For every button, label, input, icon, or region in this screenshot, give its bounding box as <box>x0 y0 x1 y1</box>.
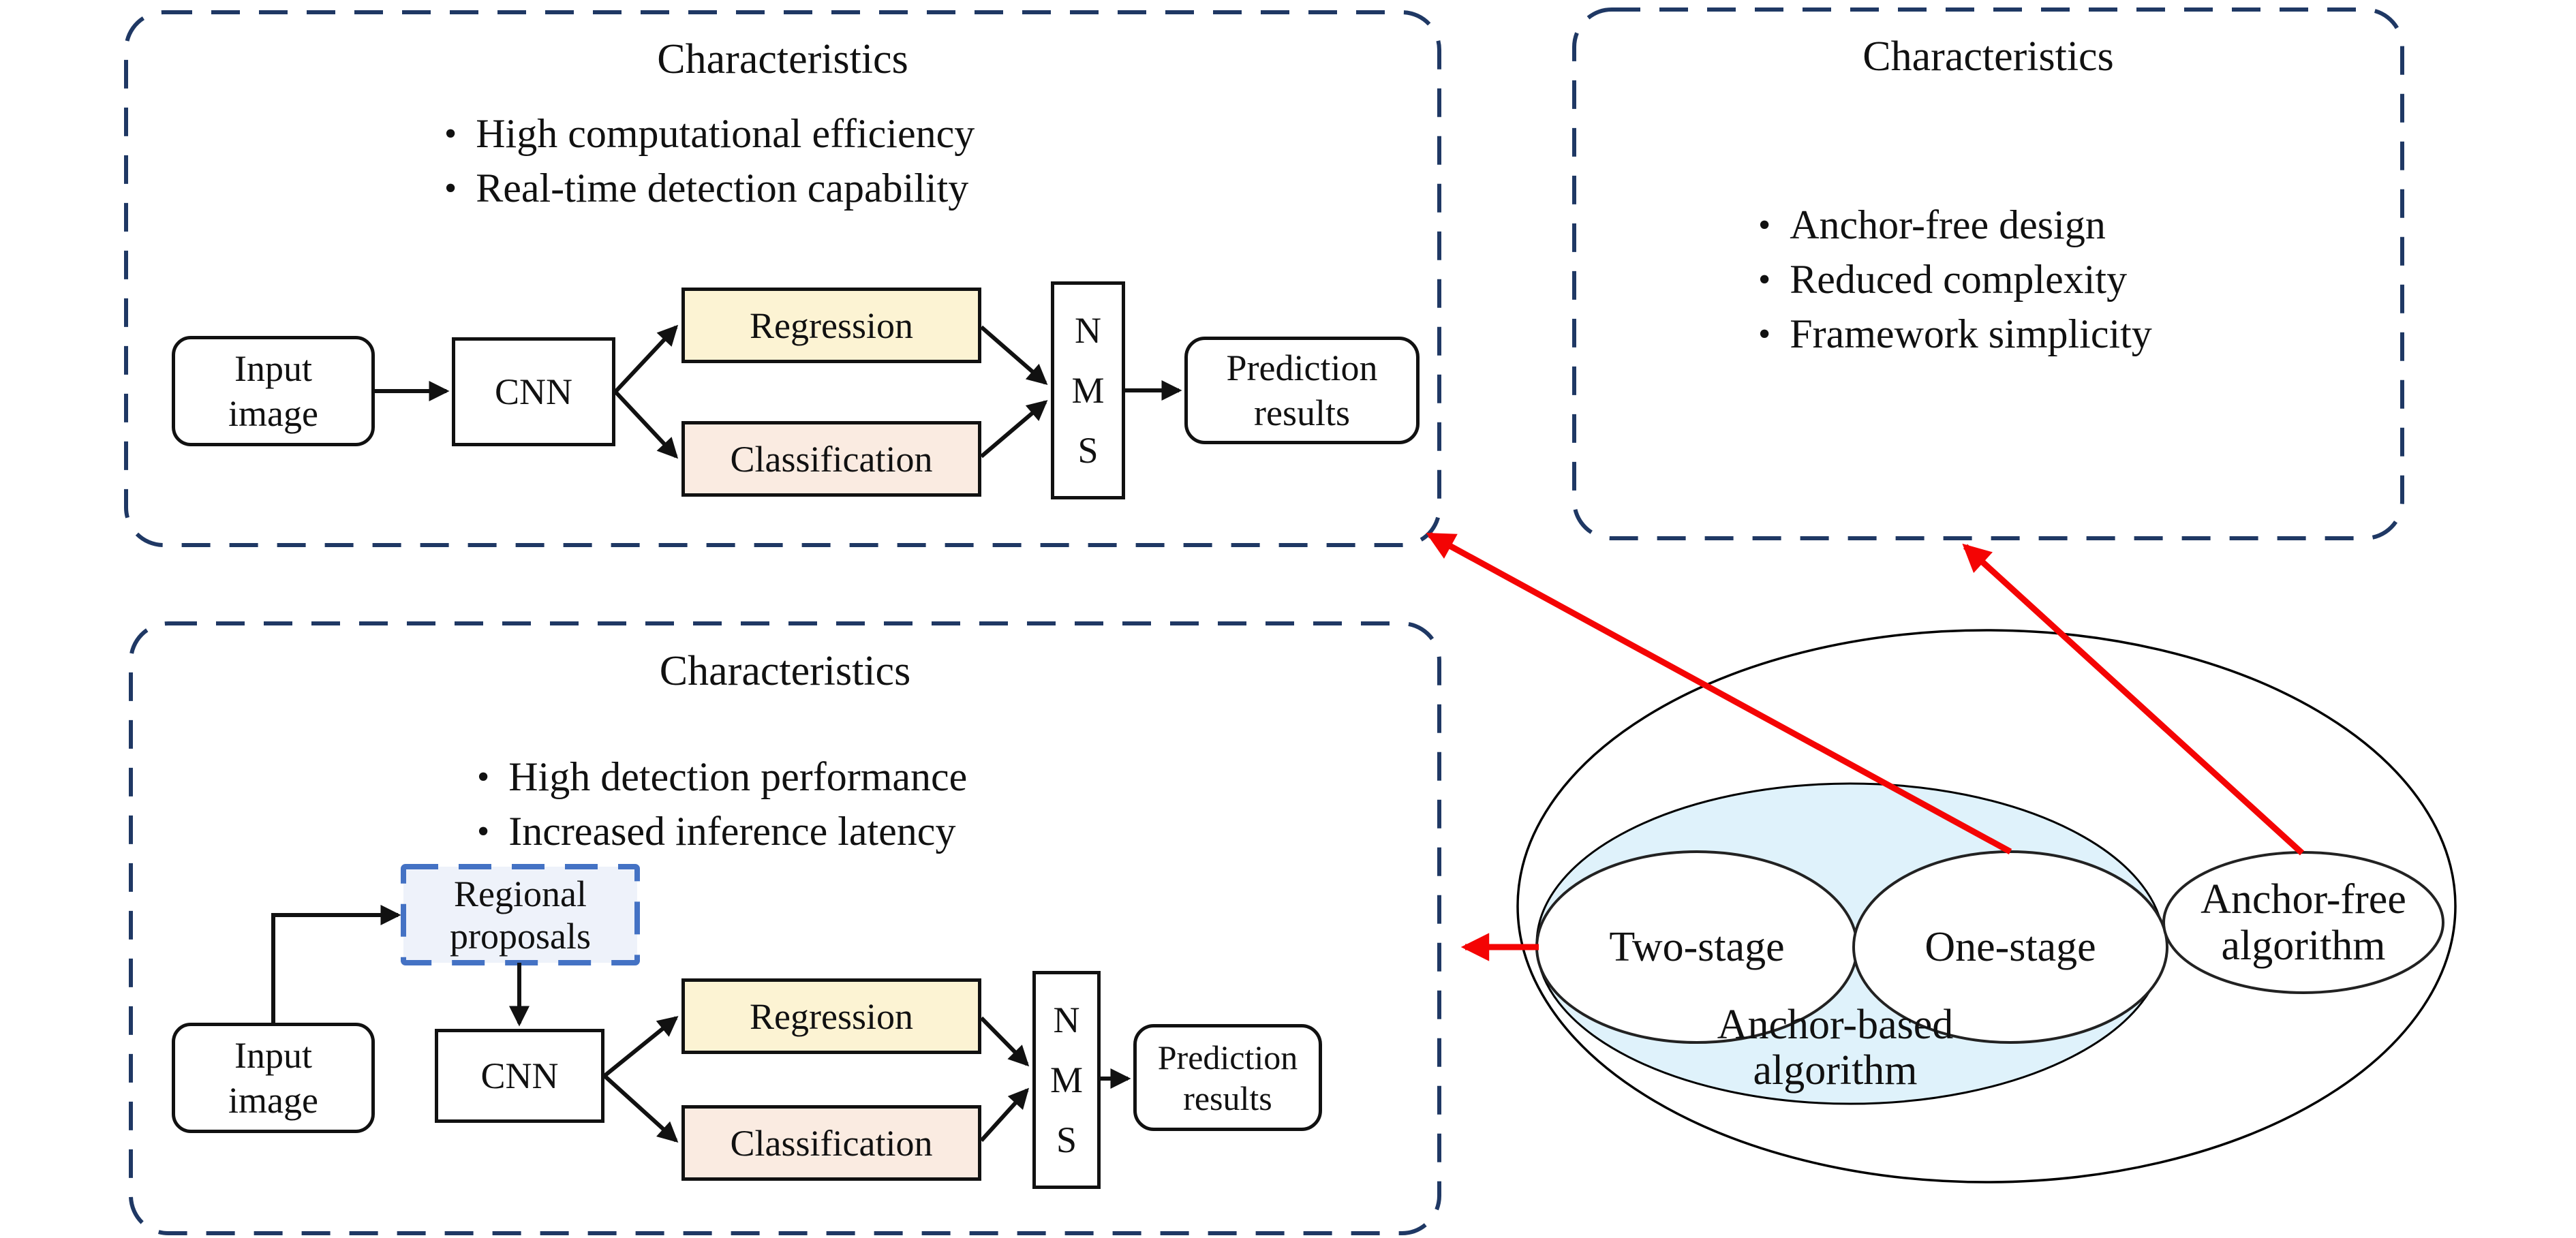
arrow-regression-to-nms-bottom <box>979 1016 1030 1067</box>
bullet-item: • High computational efficiency <box>444 106 975 161</box>
bullet-text: Real-time detection capability <box>476 165 969 211</box>
bullet-icon: • <box>477 811 490 851</box>
arrow-regression-to-nms-top <box>980 325 1048 385</box>
arrow-cnn-to-classification-top <box>613 390 679 459</box>
bullet-item: • Anchor-free design <box>1758 198 2152 252</box>
classification-node-bottom: Classification <box>681 1105 981 1181</box>
bullet-item: • High detection performance <box>477 749 967 804</box>
regression-node-bottom: Regression <box>681 978 981 1054</box>
bullet-icon: • <box>1758 260 1771 299</box>
bullet-item: • Reduced complexity <box>1758 252 2152 307</box>
bullet-item: • Real-time detection capability <box>444 161 975 215</box>
arrow-cnn-to-regression-bottom <box>603 1016 679 1078</box>
one-stage-panel-border <box>124 10 1441 547</box>
prediction-node-bottom: Prediction results <box>1133 1024 1322 1131</box>
anchor-free-label: Anchor-free algorithm <box>2201 876 2406 969</box>
arrow-cnn-to-regression-top <box>613 324 679 394</box>
one-stage-label: One-stage <box>1925 924 2096 970</box>
anchor-free-panel-border <box>1572 7 2404 540</box>
anchor-free-ellipse <box>2162 851 2444 994</box>
bullet-text: Framework simplicity <box>1790 311 2152 356</box>
bullet-icon: • <box>1758 314 1771 354</box>
anchor-free-bullet-list: • Anchor-free design • Reduced complexit… <box>1758 198 2152 361</box>
input-image-node-bottom: Input image <box>172 1023 375 1133</box>
nms-node-top: N M S <box>1051 281 1125 499</box>
bullet-text: Anchor-free design <box>1790 202 2106 247</box>
two-stage-panel-title: Characteristics <box>659 648 911 694</box>
one-stage-bullet-list: • High computational efficiency • Real-t… <box>444 106 975 215</box>
bullet-icon: • <box>444 114 457 153</box>
bullet-text: Increased inference latency <box>508 808 956 854</box>
input-image-node-top: Input image <box>172 336 375 446</box>
arrow-classification-to-nms-top <box>980 400 1048 459</box>
anchor-free-panel-title: Characteristics <box>1862 33 2114 80</box>
bullet-item: • Framework simplicity <box>1758 307 2152 361</box>
two-stage-label: Two-stage <box>1609 924 1785 970</box>
classification-node-top: Classification <box>681 421 981 497</box>
bullet-text: High detection performance <box>508 754 968 799</box>
arrow-input-to-proposals <box>271 905 401 1024</box>
regional-proposals-node: Regional proposals <box>450 873 591 957</box>
cnn-node-bottom: CNN <box>435 1029 604 1123</box>
arrow-anchor-free-to-panel <box>1962 543 2305 856</box>
arrow-classification-to-nms-bottom <box>979 1087 1030 1143</box>
cnn-node-top: CNN <box>452 337 615 446</box>
bullet-text: Reduced complexity <box>1790 256 2128 302</box>
prediction-node-top: Prediction results <box>1184 337 1420 444</box>
arrow-one-stage-to-panel <box>1426 532 2012 854</box>
nms-node-bottom: N M S <box>1032 971 1101 1189</box>
two-stage-panel-border <box>129 621 1441 1235</box>
two-stage-bullet-list: • High detection performance • Increased… <box>477 749 967 858</box>
bullet-item: • Increased inference latency <box>477 804 967 858</box>
arrow-cnn-to-classification-bottom <box>602 1074 679 1143</box>
bullet-icon: • <box>1758 205 1771 245</box>
regression-node-top: Regression <box>681 288 981 363</box>
bullet-text: High computational efficiency <box>476 110 975 156</box>
bullet-icon: • <box>477 757 490 796</box>
anchor-based-label: Anchor-based algorithm <box>1717 1002 1954 1094</box>
bullet-icon: • <box>444 168 457 208</box>
one-stage-panel-title: Characteristics <box>657 36 908 82</box>
